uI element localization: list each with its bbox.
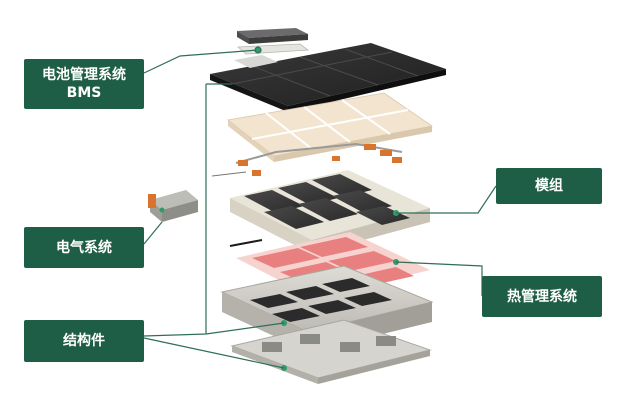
- bms-label-line2: BMS: [66, 85, 102, 101]
- busbar-harness-icon: [211, 142, 403, 177]
- leader-lines: [143, 46, 497, 369]
- structure-label: 结构件: [24, 320, 144, 362]
- thermal-management-label: 热管理系统: [482, 276, 602, 317]
- electrical-system-label-text: 电气系统: [56, 239, 112, 256]
- electrical-system-label: 电气系统: [24, 227, 144, 268]
- structure-label-text: 结构件: [63, 333, 105, 349]
- insulation-pad-icon: [227, 92, 434, 162]
- bottom-plate-icon: [230, 319, 432, 384]
- thermal-management-label-text: 热管理系统: [507, 288, 577, 305]
- bms-label: 电池管理系统 BMS: [24, 59, 144, 109]
- bms-unit-icon: [236, 28, 310, 55]
- bms-label-line1: 电池管理系统: [42, 67, 126, 83]
- electrical-box-icon: [148, 190, 198, 222]
- top-cover-icon: [210, 43, 446, 112]
- module-label-text: 模组: [535, 178, 563, 194]
- module-assembly-icon: [230, 170, 430, 254]
- module-label: 模组: [496, 168, 602, 204]
